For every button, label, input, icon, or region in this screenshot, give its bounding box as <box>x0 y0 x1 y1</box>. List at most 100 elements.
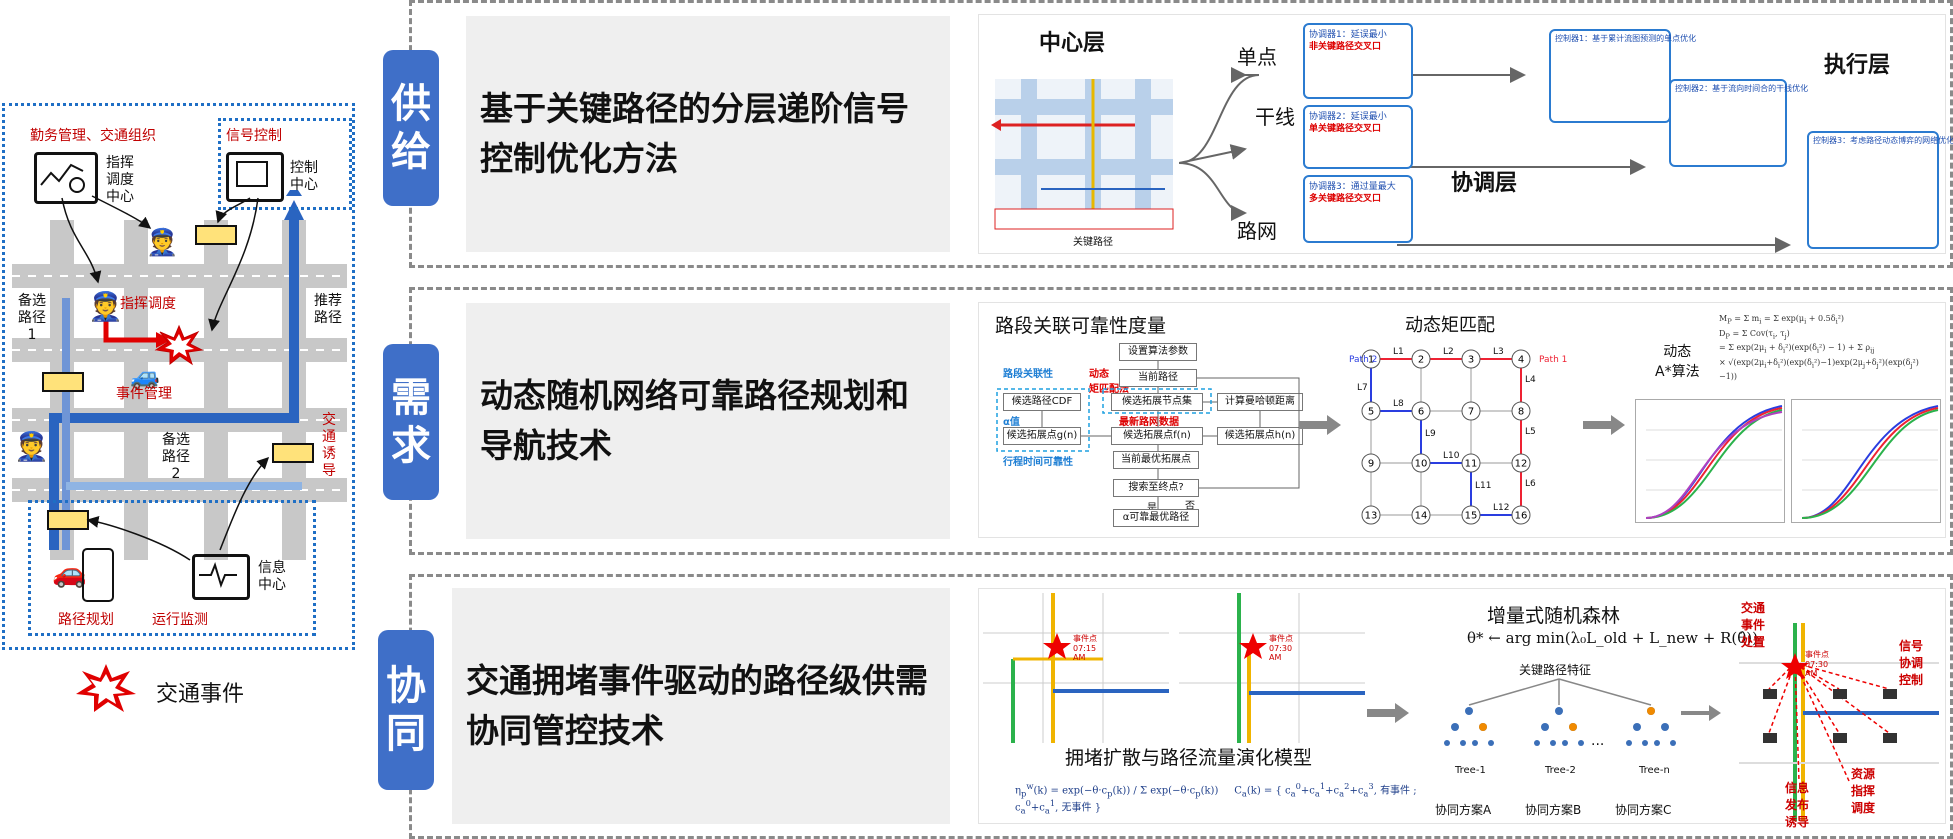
title-coordination: 交通拥堵事件驱动的路径级供需协同管控技术 <box>466 661 928 750</box>
grid-node-label: 15 <box>1465 511 1478 522</box>
fig2-link-l11: L11 <box>1475 481 1492 491</box>
fig2-matrix-title: 动态矩匹配 <box>1405 315 1495 336</box>
grid-node-label: 10 <box>1415 459 1428 470</box>
fig2-link-l8: L8 <box>1393 399 1404 409</box>
fig2-link-l12: L12 <box>1493 503 1510 513</box>
fig3-model-formula: ηpw(k) = exp(−θ·cp(k)) / Σ exp(−θ·cp(k))… <box>1015 781 1417 816</box>
badge-demand-char-2: 求 <box>391 423 431 469</box>
fig1-controller2: 控制器2：基于流向时间合的干线优化 <box>1669 79 1808 167</box>
grid-node-label: 16 <box>1515 511 1528 522</box>
grid-node-label: 4 <box>1518 355 1524 366</box>
traffic-event-icon <box>154 324 204 366</box>
fig2-label-dyn-moment: 动态 矩匹配法 <box>1089 369 1129 395</box>
grid-node <box>1511 453 1531 473</box>
fig2-reliability-title: 路段关联可靠性度量 <box>995 315 1167 337</box>
badge-coordination-char-2: 同 <box>386 711 426 757</box>
fig2-step-yes: 是 <box>1147 499 1157 514</box>
grid-node <box>1411 505 1431 525</box>
grid-node <box>1511 349 1531 369</box>
fig3-event-time-3: 事件点 07:30 AM <box>1805 650 1829 678</box>
title-demand: 动态随机网络可靠路径规划和导航技术 <box>480 376 909 465</box>
label-operation-monitoring: 运行监测 <box>152 612 208 628</box>
fig2-link-l7: L7 <box>1357 383 1368 393</box>
fig2-arrow-2 <box>1583 415 1625 435</box>
fig2-cdf-chart-1 <box>1635 399 1785 523</box>
grid-node <box>1461 349 1481 369</box>
fig3-plan-b: 协同方案B <box>1525 803 1582 817</box>
fig3-arrow-2 <box>1681 705 1721 721</box>
grid-node-label: 7 <box>1468 407 1474 418</box>
fig2-dynamic-astar: 动态 A*算法 <box>1655 344 1700 380</box>
fig3-treen: Tree-n <box>1639 765 1670 776</box>
title-demand-box: 动态随机网络可靠路径规划和导航技术 <box>466 303 950 539</box>
fig2-step-set-params: 设置算法参数 <box>1119 343 1197 361</box>
title-supply-box: 基于关键路径的分层递阶信号控制优化方法 <box>466 16 950 252</box>
fig3-key-path-feature: 关键路径特征 <box>1519 663 1592 677</box>
fig2-link-l10: L10 <box>1443 451 1460 461</box>
fig2-label-link-corr: 路段关联性 <box>1003 369 1053 380</box>
label-command-center: 指挥 调度 中心 <box>106 155 134 205</box>
fig2-label-latest: 最新路网数据 <box>1119 417 1179 428</box>
grid-node-label: 13 <box>1365 511 1378 522</box>
fig2-flow-arrows <box>996 361 1300 509</box>
fig3-signal-coord: 信号 协调 控制 <box>1899 639 1924 687</box>
phone-icon <box>82 548 114 602</box>
badge-coordination-char-1: 协 <box>386 663 426 709</box>
label-alt-route-1: 备选 路径 1 <box>18 293 46 343</box>
fig3-resource-dispatch: 资源 指挥 调度 <box>1851 767 1876 815</box>
label-traffic-guidance: 交 通 诱 导 <box>322 412 336 479</box>
label-command-dispatch: 指挥调度 <box>120 296 176 312</box>
grid-node-label: 5 <box>1368 407 1374 418</box>
grid-node-label: 12 <box>1515 459 1528 470</box>
legend-event-icon <box>76 664 136 712</box>
grid-node-label: 1 <box>1368 355 1374 366</box>
fig1-controller1: 控制器1：基于累计流图预测的单点优化 <box>1549 29 1696 123</box>
route-monitoring-box <box>28 500 316 636</box>
fig3-no-event: 无事件 <box>1061 802 1092 814</box>
fig2-formulas: MP = Σ mi = Σ exp(μi + 0.5δi²) DP = Σ Co… <box>1719 314 1919 382</box>
grid-node <box>1511 505 1531 525</box>
signal-icon-3 <box>272 443 314 463</box>
control-screen-icon <box>226 152 284 202</box>
fig1-single-point: 单点 <box>1237 45 1277 69</box>
fig2-label-alpha: α值 <box>1003 417 1020 428</box>
fig3-model-title: 拥堵扩散与路径流量演化模型 <box>1065 747 1313 769</box>
fig1-connectors <box>1179 67 1791 253</box>
fig2-step-expand: 候选拓展节点集 <box>1111 393 1203 411</box>
figure-supply: 中心层 关键路径 单点 干线 路网 协调器1：延误最小 非关键路径交叉口 协调器… <box>978 14 1953 254</box>
label-alt-route-2: 备选 路径 2 <box>162 432 190 482</box>
fig2-link-l9: L9 <box>1425 429 1436 439</box>
fig2-link-l4: L4 <box>1525 375 1536 385</box>
grid-node <box>1361 505 1381 525</box>
badge-supply-char-2: 给 <box>391 129 431 175</box>
fig2-step-alpha-path: α可靠最优路径 <box>1113 509 1199 527</box>
fig1-controller3: 控制器3：考虑路径动态博弈的网络优化 <box>1807 131 1953 249</box>
signal-icon-2 <box>42 372 84 392</box>
fig1-network-map <box>991 79 1174 230</box>
fig2-cdf-chart-2 <box>1791 399 1941 523</box>
grid-node <box>1361 349 1381 369</box>
signal-icon-1 <box>195 225 237 245</box>
fig3-map-1 <box>983 593 1169 743</box>
label-event-mgmt: 事件管理 <box>116 386 172 402</box>
fig3-event-handling: 交通 事件 处置 <box>1741 601 1766 649</box>
police-icon: 👮 <box>146 228 179 258</box>
grid-node-label: 2 <box>1418 355 1424 366</box>
fig3-event-time-1: 事件点 07:15 AM <box>1073 634 1097 662</box>
vehicle-icon: 🚙 <box>130 362 160 390</box>
recommended-route-line <box>49 220 299 550</box>
fig1-exec-layer: 执行层 <box>1824 53 1891 78</box>
grid-node-label: 11 <box>1465 459 1478 470</box>
title-supply: 基于关键路径的分层递阶信号控制优化方法 <box>480 89 909 178</box>
fig2-step-current-path: 当前路径 <box>1119 369 1197 387</box>
grid-node-label: 14 <box>1415 511 1428 522</box>
fig2-path1: Path 1 <box>1539 355 1568 365</box>
fig3-info-release: 信息 发布 诱导 <box>1785 781 1810 829</box>
title-coordination-box: 交通拥堵事件驱动的路径级供需协同管控技术 <box>452 588 950 824</box>
fig1-coordinator1: 协调器1：延误最小 非关键路径交叉口 <box>1303 23 1413 99</box>
fig1-coordinator3: 协调器3：通过量最大 多关键路径交叉口 <box>1303 175 1413 243</box>
fig2-step-cdf: 候选路径CDF <box>1003 393 1081 411</box>
fig3-has-event: 有事件 <box>1380 785 1411 797</box>
badge-coordination: 协 同 <box>378 630 434 790</box>
